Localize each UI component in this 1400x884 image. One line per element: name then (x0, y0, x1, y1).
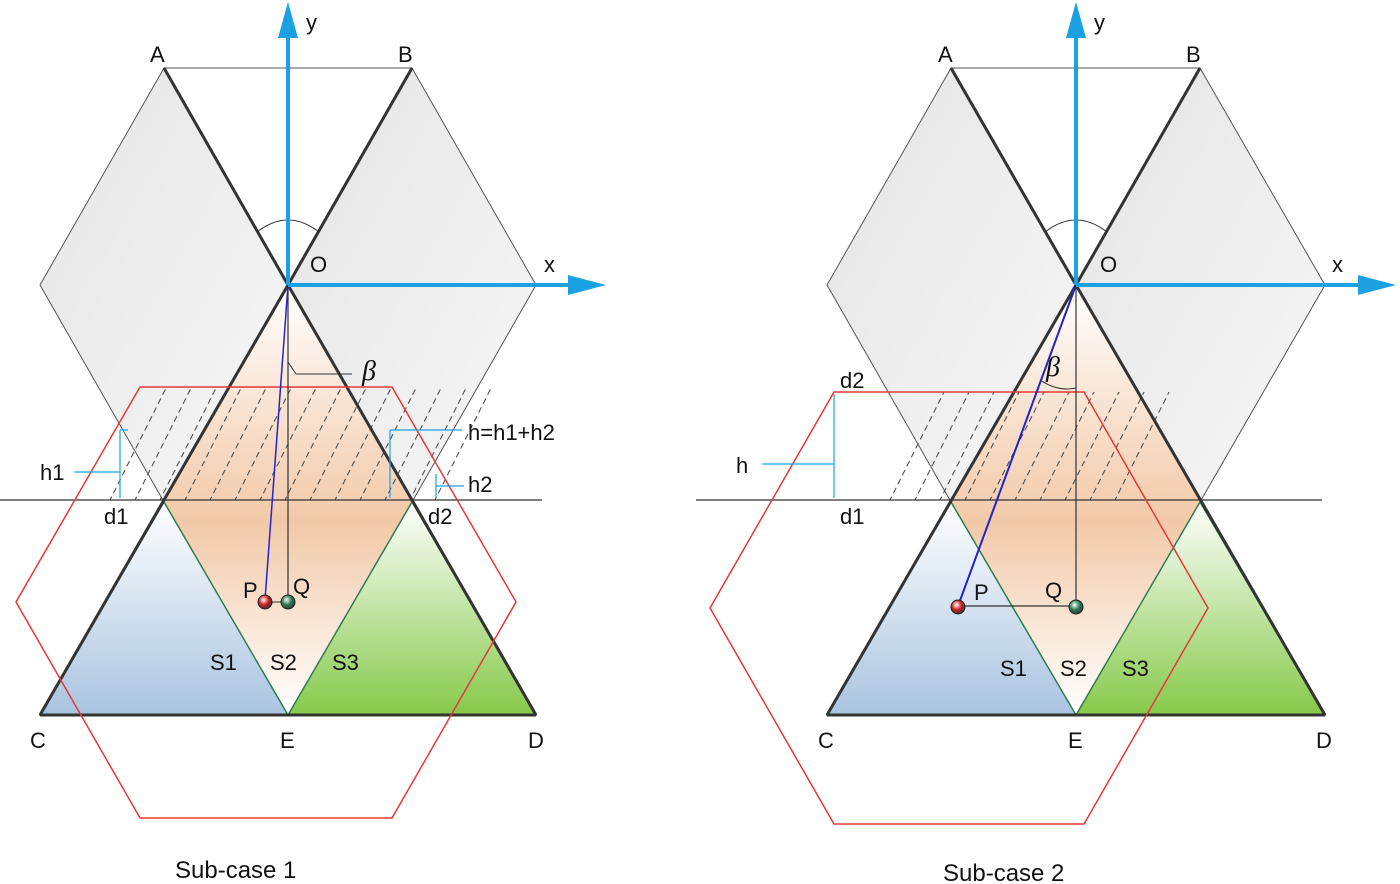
label-s1: S1 (210, 650, 237, 675)
label-o: O (310, 252, 327, 277)
label-b: B (1186, 42, 1201, 67)
label-s3: S3 (332, 650, 359, 675)
label-x-axis: x (544, 252, 555, 277)
label-x-axis: x (1332, 252, 1343, 277)
label-s1: S1 (1000, 656, 1027, 681)
label-s2: S2 (270, 650, 297, 675)
label-h1: h1 (40, 460, 64, 485)
label-b: B (398, 42, 413, 67)
label-d2: d2 (840, 368, 864, 393)
label-d2: d2 (428, 504, 452, 529)
label-o: O (1100, 252, 1117, 277)
beta-leader (287, 361, 352, 375)
point-q (280, 594, 296, 610)
segment-op (957, 284, 1077, 607)
label-beta: β (361, 356, 376, 387)
label-a: A (150, 42, 165, 67)
axes (1066, 2, 1396, 295)
label-s3: S3 (1122, 656, 1149, 681)
panel-sub-case-2: A B C D E O x y P Q S1 S2 S3 β h d1 d2 S… (696, 2, 1396, 884)
height-markers (74, 429, 464, 498)
label-h2: h2 (468, 472, 492, 497)
label-e: E (280, 728, 295, 753)
label-c: C (30, 728, 46, 753)
height-markers (762, 394, 835, 498)
segment-op (264, 284, 289, 601)
panel-sub-case-1: A B C D E O x y P Q S1 S2 S3 β h1 h2 h=h… (0, 2, 606, 884)
label-h: h (736, 453, 748, 478)
red-hexagon (15, 386, 517, 819)
caption: Sub-case 1 (175, 857, 296, 884)
label-y-axis: y (306, 10, 317, 35)
caption: Sub-case 2 (943, 860, 1064, 884)
label-d1: d1 (840, 504, 864, 529)
label-e: E (1068, 728, 1083, 753)
label-p: P (974, 580, 989, 605)
label-beta: β (1045, 352, 1060, 383)
label-q: Q (293, 574, 310, 599)
label-a: A (938, 42, 953, 67)
hatch-band (889, 392, 1170, 500)
axes (278, 2, 606, 295)
hatch-band (109, 388, 492, 500)
point-q (1068, 599, 1084, 615)
label-h-sum: h=h1+h2 (468, 420, 555, 445)
point-p (257, 594, 273, 610)
label-c: C (818, 728, 834, 753)
label-q: Q (1045, 578, 1062, 603)
label-d1: d1 (104, 504, 128, 529)
label-d: D (528, 728, 544, 753)
point-p (950, 599, 966, 615)
label-d: D (1316, 728, 1332, 753)
label-y-axis: y (1094, 10, 1105, 35)
beta-arc (1039, 379, 1077, 390)
label-p: P (243, 578, 258, 603)
red-hexagon (709, 391, 1209, 825)
label-s2: S2 (1060, 656, 1087, 681)
